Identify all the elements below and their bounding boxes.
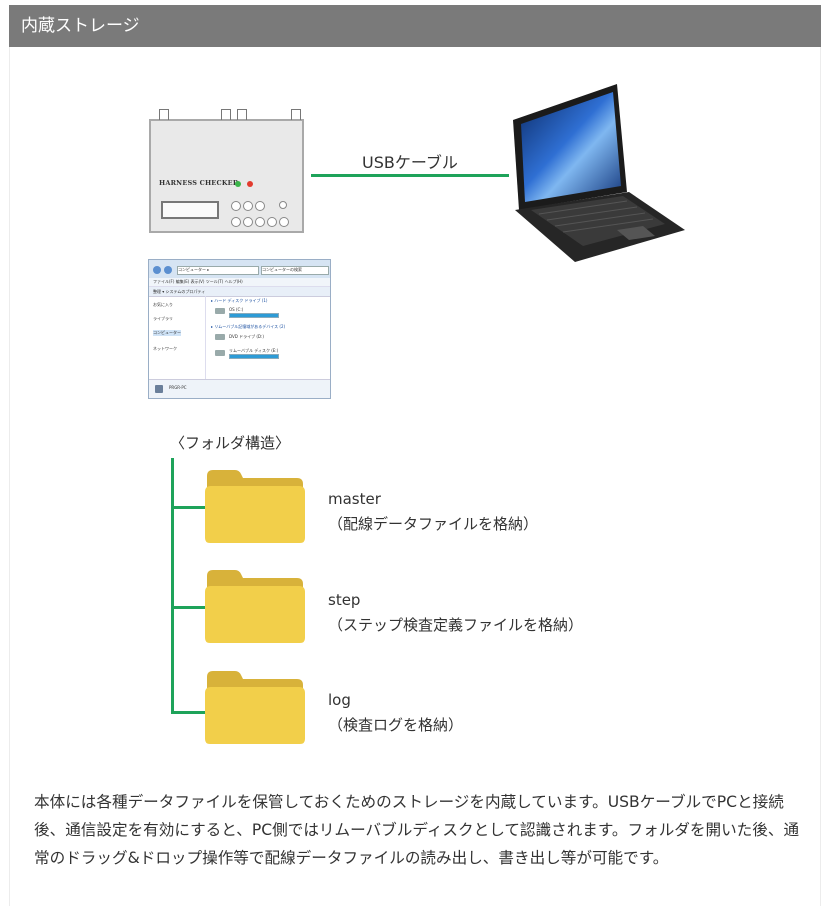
folder-desc-step: （ステップ検査定義ファイルを格納） (328, 616, 584, 634)
sidebar-item-favorites: お気に入り (153, 302, 173, 307)
folder-name-step: step (328, 591, 361, 609)
drive-c-label: OS (C:) (229, 307, 244, 312)
sidebar-item-network: ネットワーク (153, 346, 177, 351)
drive-removable-label: リムーバブル ディスク (E:) (229, 348, 279, 353)
device-button (255, 217, 265, 227)
content-frame (9, 47, 821, 906)
explorer-window-screenshot: コンピューター ▸ コンピューターの検索 ファイル(F) 編集(E) 表示(V)… (148, 259, 331, 399)
folder-desc-log: （検査ログを格納） (328, 716, 464, 734)
removable-usage-bar (229, 354, 279, 359)
folder-icon (205, 671, 305, 744)
drive-icon (215, 308, 225, 314)
connector-clip (237, 109, 247, 120)
folder-name-master: master (328, 490, 381, 508)
folder-icon (205, 470, 305, 543)
sidebar-item-libraries: ライブラリ (153, 316, 173, 321)
sidebar-item-computer: コンピューター (153, 330, 181, 336)
explorer-sidebar: お気に入り ライブラリ コンピューター ネットワーク (149, 296, 206, 380)
led-indicator (235, 181, 241, 187)
laptop-illustration (513, 84, 685, 262)
device-button (279, 217, 289, 227)
address-bar: コンピューター ▸ (177, 266, 259, 275)
status-pc-name: PRGR-PC (169, 385, 187, 390)
explorer-toolbar: 整理 ▾ システムのプロパティ (149, 287, 330, 297)
usb-cable-line (311, 174, 509, 177)
device-button (279, 201, 287, 209)
harness-checker-device: HARNESS CHECKER (149, 109, 304, 233)
forward-icon (164, 266, 172, 274)
device-name-label: HARNESS CHECKER (159, 179, 239, 187)
device-button (243, 217, 253, 227)
tree-trunk-line (171, 458, 174, 714)
dvd-drive-icon (215, 334, 225, 340)
back-icon (153, 266, 161, 274)
folder-name-log: log (328, 691, 351, 709)
connector-clip (291, 109, 301, 120)
folder-desc-master: （配線データファイルを格納） (328, 515, 539, 533)
explorer-statusbar: PRGR-PC (149, 379, 330, 398)
device-button (255, 201, 265, 211)
description-paragraph: 本体には各種データファイルを保管しておくためのストレージを内蔵しています。USB… (34, 793, 800, 867)
computer-icon (155, 385, 163, 393)
section-header: 内蔵ストレージ (9, 5, 821, 47)
section-hdd: ▸ ハード ディスク ドライブ (1) (211, 298, 268, 303)
device-button (231, 217, 241, 227)
device-button (231, 201, 241, 211)
connector-clip (221, 109, 231, 120)
tree-branch-line (171, 711, 205, 714)
tree-branch-line (171, 606, 205, 609)
led-indicator (247, 181, 253, 187)
removable-drive-icon (215, 350, 225, 356)
drive-usage-bar (229, 313, 279, 318)
search-box: コンピューターの検索 (261, 266, 329, 275)
usb-cable-label: USBケーブル (362, 153, 458, 172)
explorer-titlebar: コンピューター ▸ コンピューターの検索 (149, 260, 330, 278)
explorer-menubar: ファイル(F) 編集(E) 表示(V) ツール(T) ヘルプ(H) (149, 278, 330, 287)
device-button (267, 217, 277, 227)
device-button (243, 201, 253, 211)
folder-structure-title: 〈フォルダ構造〉 (170, 434, 291, 452)
section-removable: ▸ リムーバブル記憶域があるデバイス (2) (211, 324, 286, 329)
folder-icon (205, 570, 305, 643)
section-title: 内蔵ストレージ (21, 16, 140, 36)
tree-branch-line (171, 506, 205, 509)
explorer-main: ▸ ハード ディスク ドライブ (1) OS (C:) ▸ リムーバブル記憶域が… (209, 296, 330, 380)
connector-clip (159, 109, 169, 120)
drive-dvd-label: DVD ドライブ (D:) (229, 334, 264, 339)
device-display (161, 201, 219, 219)
